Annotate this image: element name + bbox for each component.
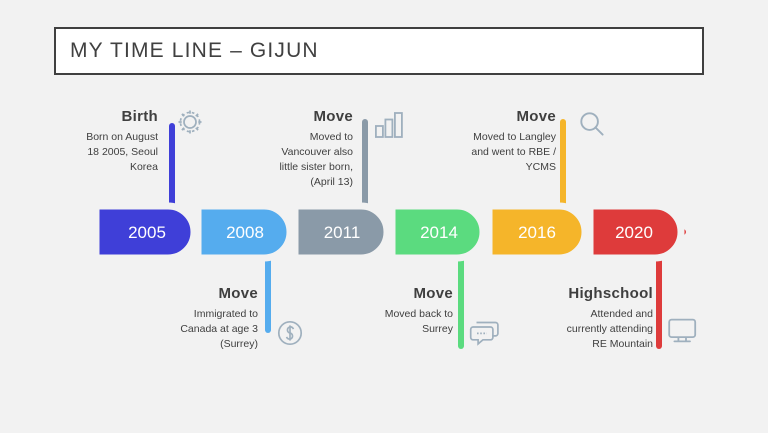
- chat-bubbles-icon: [469, 321, 499, 346]
- dollar-circle-icon: [277, 320, 303, 346]
- callout-2014: Move Moved back to Surrey: [325, 285, 453, 337]
- gear-icon: [178, 110, 202, 134]
- title-box: MY TIME LINE – GIJUN: [54, 27, 704, 75]
- callout-body-2011: Moved to Vancouver also little sister bo…: [279, 131, 353, 188]
- callout-2008: Move Immigrated to Canada at age 3 (Surr…: [130, 285, 258, 352]
- segment-2020[interactable]: [586, 202, 685, 262]
- callout-2016: Move Moved to Langley and went to RBE / …: [418, 108, 556, 175]
- segment-2005[interactable]: [92, 202, 198, 262]
- callout-2005: Birth Born on August 18 2005, Seoul Kore…: [30, 108, 158, 175]
- bar-chart-icon: [374, 112, 403, 138]
- year-label-2020: 2020: [615, 223, 653, 242]
- year-label-2008: 2008: [226, 223, 264, 242]
- callout-heading-2014: Move: [413, 285, 453, 302]
- callout-heading-2011: Move: [313, 108, 353, 125]
- page-title: MY TIME LINE – GIJUN: [70, 39, 319, 62]
- monitor-icon: [668, 318, 697, 343]
- segment-2014[interactable]: [388, 202, 487, 262]
- callout-heading-2016: Move: [516, 108, 556, 125]
- callout-heading-2005: Birth: [121, 108, 158, 125]
- callout-2011: Move Moved to Vancouver also little sist…: [225, 108, 353, 190]
- year-label-2014: 2014: [420, 223, 458, 242]
- year-label-2016: 2016: [518, 223, 556, 242]
- callout-body-2008: Immigrated to Canada at age 3 (Surrey): [180, 308, 258, 351]
- year-labels: 2005 2008 2011 2014 2016 2020: [128, 223, 653, 242]
- year-label-2005: 2005: [128, 223, 166, 242]
- callout-body-2014: Moved back to Surrey: [384, 308, 453, 336]
- callout-2020: Highschool Attended and currently attend…: [508, 285, 653, 352]
- segment-2008[interactable]: [194, 202, 294, 262]
- magnifier-icon: [580, 112, 604, 136]
- callout-body-2016: Moved to Langley and went to RBE / YCMS: [471, 131, 556, 174]
- callout-heading-2008: Move: [218, 285, 258, 302]
- segment-2011[interactable]: [291, 202, 391, 262]
- callout-body-2005: Born on August 18 2005, Seoul Korea: [86, 131, 158, 174]
- year-label-2011: 2011: [324, 223, 361, 242]
- callout-body-2020: Attended and currently attending RE Moun…: [566, 308, 653, 351]
- segment-2016[interactable]: [485, 202, 589, 262]
- callout-heading-2020: Highschool: [568, 285, 653, 302]
- timeline-bar: [92, 202, 685, 262]
